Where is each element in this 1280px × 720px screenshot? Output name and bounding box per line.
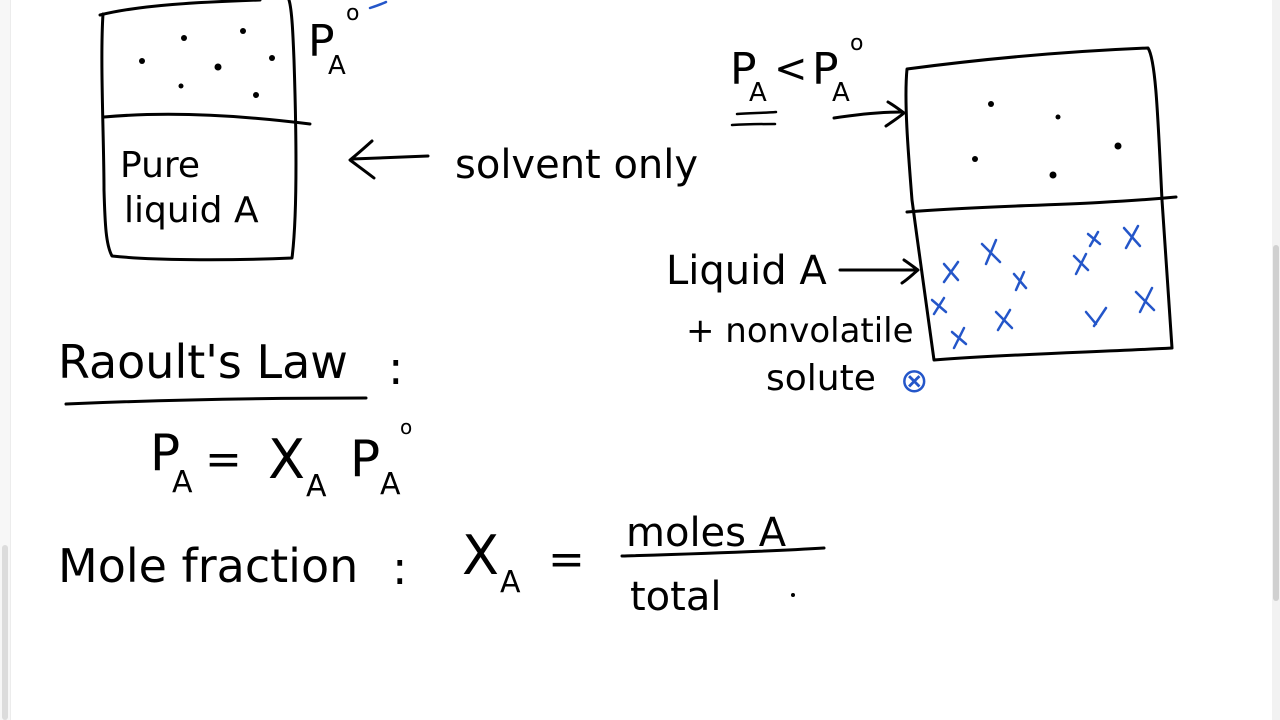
left-panel-marker (2, 545, 8, 720)
arrow-to-left-beaker (348, 139, 430, 180)
mole-fraction-equals: = (548, 534, 585, 585)
equation-p-sub: A (172, 465, 193, 500)
equation-p0: P (350, 430, 380, 488)
mole-fraction-colon: : (392, 541, 408, 595)
beaker-left-surface (102, 112, 312, 126)
relation-underline (730, 110, 778, 127)
raoults-law-underline (64, 396, 368, 406)
solute-particles (930, 224, 1156, 350)
mole-fraction-section: Mole fraction : X A = moles A total (58, 510, 826, 620)
raoults-law-colon: : (388, 341, 404, 395)
blue-annotation-mark (368, 0, 388, 10)
vapor-particles-right (972, 101, 1122, 179)
beaker-right-surface (905, 195, 1178, 214)
mole-fraction-x-sub: A (500, 565, 521, 600)
solution-label: Liquid A + nonvolatile solute ⊗ (666, 248, 929, 401)
pressure-symbol: P (308, 16, 335, 67)
beaker-left-top (98, 0, 262, 17)
equation-equals: = (205, 434, 242, 485)
equation-x-sub: A (306, 469, 327, 504)
relation-arrow-shaft (832, 110, 904, 120)
relation-arrow-head (884, 100, 906, 128)
relation-p: P (730, 44, 757, 95)
beaker-right (904, 46, 1178, 362)
equation-p0-sub: A (380, 467, 401, 502)
mole-fraction-label: Mole fraction (58, 539, 358, 593)
equation-p: P (150, 424, 180, 482)
equation-x: X (268, 428, 305, 491)
fraction-bar (620, 546, 826, 558)
relation-p0: P (812, 44, 839, 95)
equation-p0-sup: o (400, 415, 412, 439)
liquid-arrow-head (900, 258, 920, 285)
pressure-relation: P A < P A o (730, 31, 906, 128)
beaker-left-liquid-line1: Pure (120, 145, 200, 186)
pressure-subscript: A (328, 51, 346, 81)
beaker-left-liquid-line2: liquid A (124, 190, 259, 231)
relation-p0-sub: A (832, 78, 850, 108)
vapor-particles-left (139, 28, 275, 98)
relation-p0-sup: o (850, 31, 863, 56)
beaker-left-outline (100, 0, 298, 262)
raoults-law-section: Raoult's Law : P A = X A P A o (58, 335, 412, 504)
scrollbar-thumb[interactable] (1273, 245, 1279, 601)
raoults-law-title: Raoult's Law (58, 335, 348, 389)
nonvolatile-label: + nonvolatile (686, 311, 914, 351)
vertical-scrollbar[interactable] (1272, 0, 1280, 720)
left-panel-edge (0, 0, 11, 720)
solute-symbol-icon: ⊗ (900, 361, 929, 401)
relation-p-sub: A (749, 78, 767, 108)
pen-dot (791, 593, 795, 597)
beaker-left: Pure liquid A P A o (98, 0, 388, 262)
liquid-a-label: Liquid A (666, 248, 827, 294)
pressure-superscript: o (346, 1, 359, 26)
relation-lt: < (774, 46, 808, 92)
pressure-label-left: P A o (308, 1, 359, 81)
fraction-denominator: total (630, 574, 721, 620)
mole-fraction-x: X (462, 524, 499, 587)
solvent-only-label: solvent only (455, 142, 698, 188)
fraction-numerator: moles A (626, 510, 787, 556)
solute-label: solute (766, 358, 876, 399)
